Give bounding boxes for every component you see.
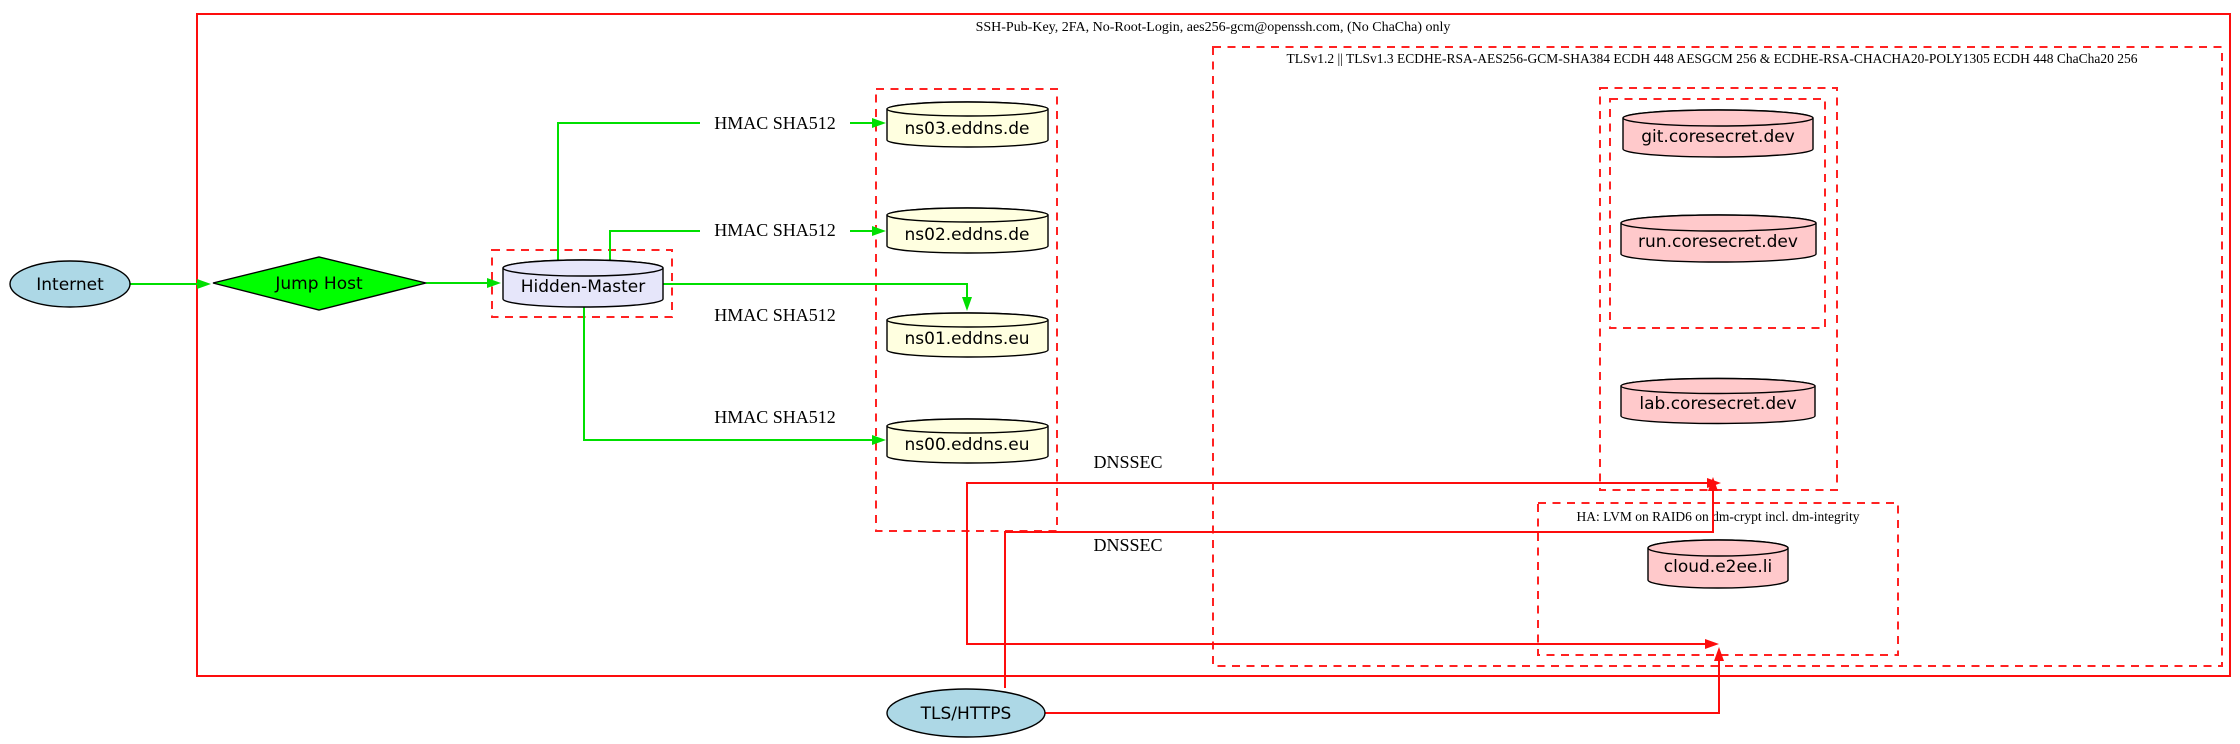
cluster-eddns (875, 88, 1058, 532)
cluster-gitrun (1609, 98, 1826, 329)
edge-label-hmac-ns03: HMAC SHA512 (700, 112, 850, 135)
cluster-hidden-master (491, 249, 673, 318)
node-jump-host: Jump Host (212, 256, 427, 311)
svg-text:ns02.eddns.de: ns02.eddns.de (905, 225, 1030, 245)
cluster-ssh: SSH-Pub-Key, 2FA, No-Root-Login, aes256-… (196, 13, 2231, 677)
svg-text:lab.coresecret.dev: lab.coresecret.dev (1639, 394, 1796, 414)
svg-text:ns00.eddns.eu: ns00.eddns.eu (905, 435, 1030, 455)
node-hidden-master: Hidden-Master (502, 259, 664, 308)
svg-text:TLS/HTTPS: TLS/HTTPS (920, 704, 1012, 724)
edge-label-hmac-ns01: HMAC SHA512 (714, 305, 836, 325)
node-ns00: ns00.eddns.eu (886, 418, 1049, 464)
svg-text:HMAC SHA512: HMAC SHA512 (714, 407, 836, 427)
svg-text:HMAC SHA512: HMAC SHA512 (714, 220, 836, 240)
node-run: run.coresecret.dev (1620, 214, 1817, 263)
svg-text:DNSSEC: DNSSEC (1093, 452, 1162, 472)
cluster-tls-label: TLSv1.2 || TLSv1.3 ECDHE-RSA-AES256-GCM-… (1287, 51, 2138, 66)
cluster-ha-label: HA: LVM on RAID6 on dm-crypt incl. dm-in… (1577, 509, 1860, 524)
svg-text:Jump Host: Jump Host (274, 274, 363, 294)
edge-tlshttps-coresecret (1004, 477, 1718, 688)
edge-internet-jumphost (130, 279, 211, 289)
node-tls-https: TLS/HTTPS (886, 688, 1046, 738)
svg-text:HMAC SHA512: HMAC SHA512 (714, 305, 836, 325)
svg-text:Internet: Internet (36, 275, 104, 295)
node-cloud: cloud.e2ee.li (1647, 539, 1789, 589)
svg-text:git.coresecret.dev: git.coresecret.dev (1641, 127, 1795, 147)
cluster-coresecret (1599, 87, 1838, 491)
node-internet: Internet (9, 260, 131, 308)
edge-label-hmac-ns02: HMAC SHA512 (700, 220, 850, 243)
cluster-tls: TLSv1.2 || TLSv1.3 ECDHE-RSA-AES256-GCM-… (1212, 46, 2223, 667)
svg-text:run.coresecret.dev: run.coresecret.dev (1638, 232, 1798, 252)
edge-hiddenmaster-ns01 (663, 283, 972, 311)
svg-text:ns03.eddns.de: ns03.eddns.de (905, 119, 1030, 139)
edge-hiddenmaster-ns00 (583, 307, 886, 445)
edge-tlshttps-ha (1045, 647, 1724, 714)
cluster-ssh-label: SSH-Pub-Key, 2FA, No-Root-Login, aes256-… (976, 20, 1451, 35)
svg-text:HMAC SHA512: HMAC SHA512 (714, 113, 836, 133)
edge-label-hmac-ns00: HMAC SHA512 (714, 407, 836, 427)
node-ns03: ns03.eddns.de (886, 101, 1049, 148)
node-lab: lab.coresecret.dev (1620, 377, 1816, 425)
node-ns01: ns01.eddns.eu (886, 312, 1049, 358)
edge-jumphost-hiddenmaster (426, 278, 501, 288)
svg-text:ns01.eddns.eu: ns01.eddns.eu (905, 329, 1030, 349)
edge-label-dnssec-1: DNSSEC (1093, 452, 1162, 472)
svg-text:DNSSEC: DNSSEC (1093, 535, 1162, 555)
svg-text:Hidden-Master: Hidden-Master (521, 277, 646, 297)
edge-eddns-ha-dnssec (966, 531, 1719, 649)
cluster-ha: HA: LVM on RAID6 on dm-crypt incl. dm-in… (1537, 502, 1899, 656)
svg-text:cloud.e2ee.li: cloud.e2ee.li (1664, 557, 1772, 577)
node-ns02: ns02.eddns.de (886, 207, 1049, 254)
edge-label-dnssec-2: DNSSEC (1093, 535, 1162, 555)
node-git: git.coresecret.dev (1622, 109, 1814, 158)
